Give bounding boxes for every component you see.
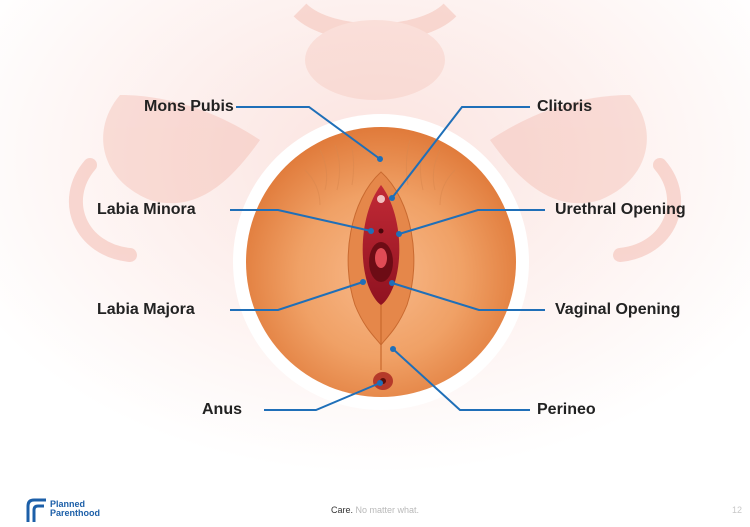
- tagline-strong: Care.: [331, 505, 353, 515]
- label-perineo: Perineo: [537, 400, 596, 420]
- page-number: 12: [732, 505, 742, 515]
- label-urethral-opening: Urethral Opening: [555, 200, 686, 220]
- label-vaginal-opening: Vaginal Opening: [555, 300, 680, 320]
- tagline-rest: No matter what.: [356, 505, 420, 515]
- clitoris-shape: [377, 195, 385, 203]
- label-labia-majora: Labia Majora: [97, 300, 195, 320]
- label-mons-pubis: Mons Pubis: [144, 97, 234, 117]
- label-anus: Anus: [202, 400, 242, 420]
- label-labia-minora: Labia Minora: [97, 200, 196, 220]
- tagline: Care. No matter what.: [0, 505, 750, 515]
- label-clitoris: Clitoris: [537, 97, 592, 117]
- vaginal-inner-shape: [375, 248, 387, 268]
- urethra-shape: [379, 229, 384, 234]
